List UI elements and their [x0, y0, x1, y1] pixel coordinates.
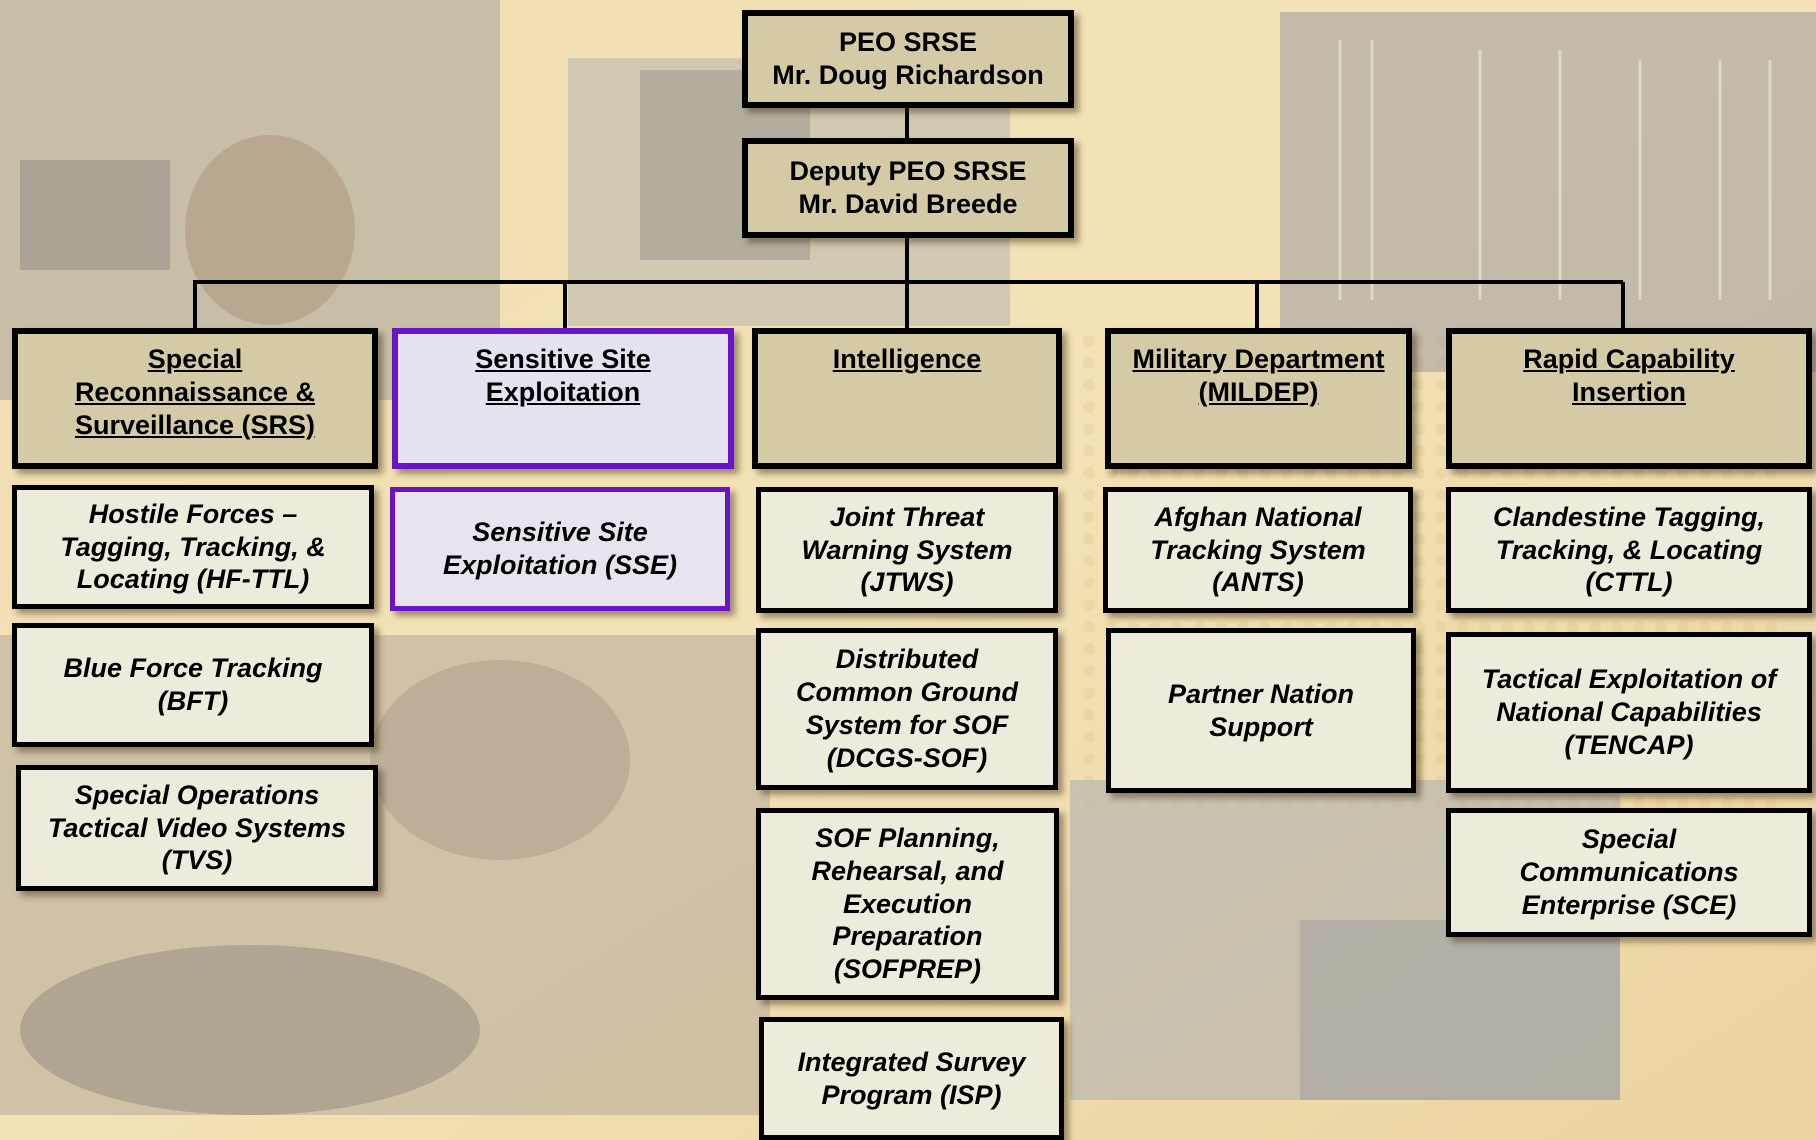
header-sse: Sensitive Site Exploitation [392, 328, 734, 469]
program-ants: Afghan National Tracking System (ANTS) [1103, 487, 1413, 613]
program-cttl: Clandestine Tagging, Tracking, & Locatin… [1446, 487, 1812, 613]
header-intelligence: Intelligence [752, 328, 1062, 469]
program-tencap: Tactical Exploitation of National Capabi… [1446, 632, 1812, 793]
program-sce: Special Communications Enterprise (SCE) [1446, 808, 1812, 937]
program-hf-ttl: Hostile Forces – Tagging, Tracking, & Lo… [12, 485, 374, 609]
header-rapid-capability: Rapid Capability Insertion [1446, 328, 1812, 469]
header-mildep: Military Department (MILDEP) [1105, 328, 1412, 469]
program-isp: Integrated Survey Program (ISP) [759, 1017, 1064, 1140]
program-partner-nation-support: Partner Nation Support [1106, 628, 1416, 793]
program-tvs: Special Operations Tactical Video System… [16, 765, 378, 891]
header-srs: Special Reconnaissance & Surveillance (S… [12, 328, 378, 469]
program-dcgs-sof: Distributed Common Ground System for SOF… [756, 628, 1058, 790]
deputy-peo-box: Deputy PEO SRSE Mr. David Breede [742, 138, 1074, 238]
program-sofprep: SOF Planning, Rehearsal, and Execution P… [756, 808, 1059, 1000]
program-bft: Blue Force Tracking (BFT) [12, 623, 374, 747]
program-jtws: Joint Threat Warning System (JTWS) [756, 487, 1058, 613]
program-sse: Sensitive Site Exploitation (SSE) [390, 487, 730, 611]
peo-box: PEO SRSE Mr. Doug Richardson [742, 10, 1074, 108]
